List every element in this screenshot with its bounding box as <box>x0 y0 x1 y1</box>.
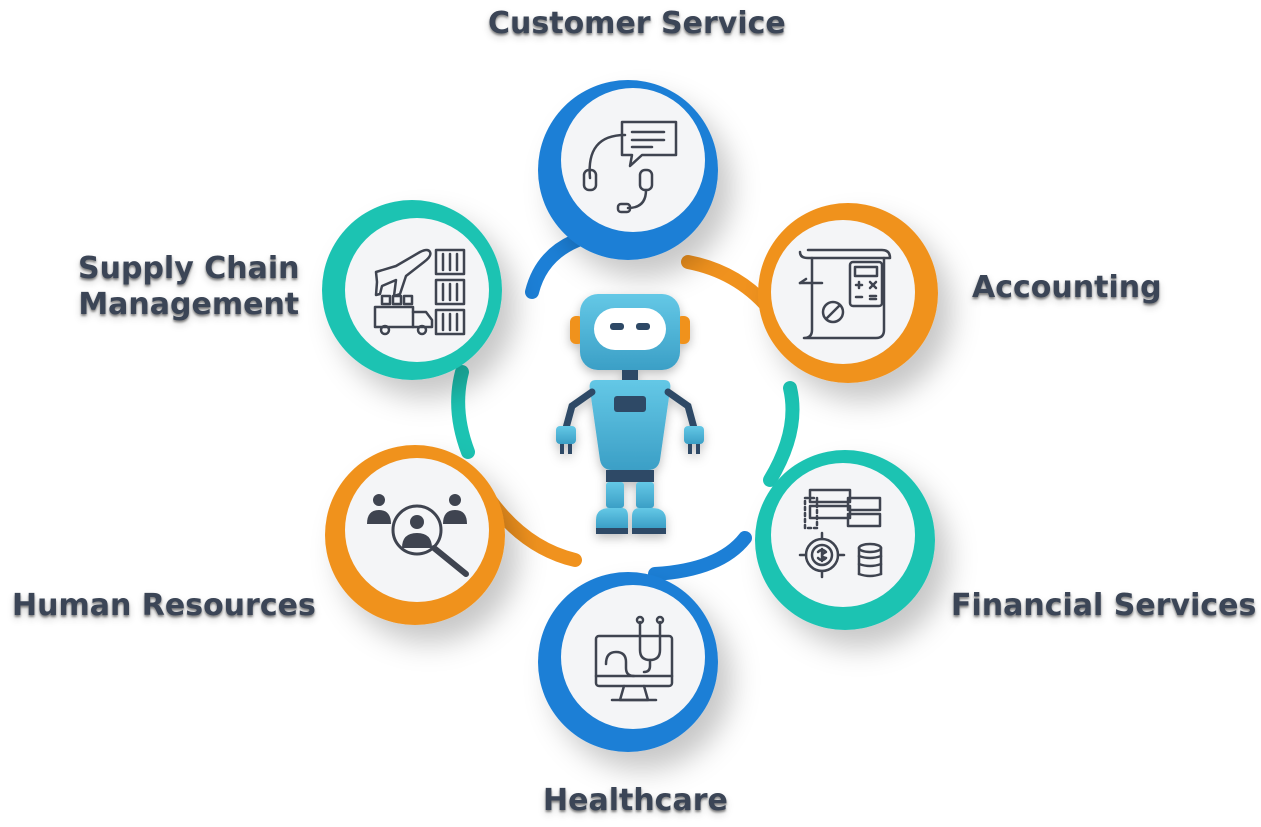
node-healthcare <box>538 572 718 752</box>
monitor-stethoscope-icon <box>594 615 674 702</box>
label-line: Accounting <box>972 270 1162 305</box>
label-line: Customer Service <box>488 6 786 41</box>
label-line: Management <box>78 287 300 322</box>
node-supply-chain <box>322 200 502 380</box>
connector-teal-right <box>763 381 800 487</box>
label-line: Financial Services <box>951 588 1257 623</box>
disc-human-resources <box>345 458 489 602</box>
label-financial-services: Financial Services <box>951 588 1256 624</box>
label-line: Healthcare <box>543 783 728 818</box>
label-human-resources: Human Resources <box>12 588 316 624</box>
node-accounting <box>758 203 938 383</box>
disc-customer-service <box>561 88 705 232</box>
airplane-truck-containers-icon <box>373 248 466 336</box>
headset-chat-icon <box>582 120 678 214</box>
connector-teal-left <box>451 365 475 459</box>
connector-blue-bottom <box>648 531 752 581</box>
disc-accounting <box>771 220 915 364</box>
money-gear-coins-icon <box>798 488 883 579</box>
label-healthcare: Healthcare <box>543 783 728 819</box>
calculator-document-icon <box>798 248 892 340</box>
label-customer-service: Customer Service <box>488 6 786 42</box>
node-customer-service <box>538 80 718 260</box>
disc-supply-chain <box>345 218 489 362</box>
node-financial-services <box>755 450 935 630</box>
label-line: Supply Chain <box>78 251 300 286</box>
disc-financial-services <box>771 463 915 607</box>
label-supply-chain-management: Supply Chain Management <box>78 251 299 323</box>
robot-icon <box>556 294 704 534</box>
people-search-icon <box>367 494 469 577</box>
label-accounting: Accounting <box>972 270 1162 306</box>
label-line: Human Resources <box>12 588 316 623</box>
disc-healthcare <box>561 585 705 729</box>
